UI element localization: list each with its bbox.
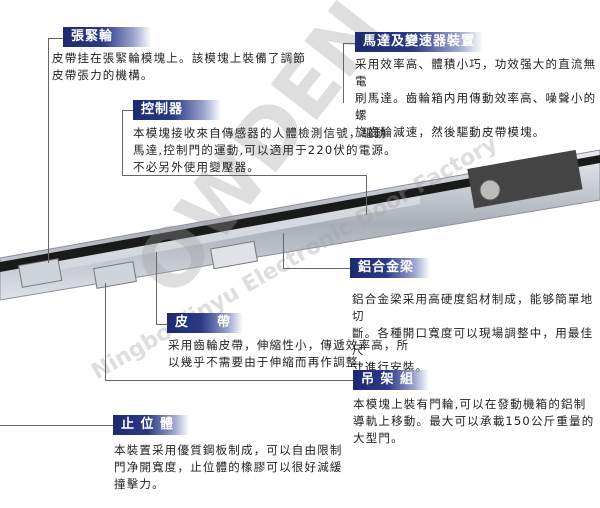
text-line: 導軌上移動。最大可以承載150公斤重量的 (353, 414, 595, 428)
leader-line (156, 324, 167, 325)
belt-label: 皮 帶 (167, 313, 243, 333)
text-line: 旋齒輪減速，然後驅動皮帶模塊。 (355, 125, 546, 139)
hanger-assembly-label: 吊 架 組 (353, 370, 429, 390)
text-line: 本模塊上裝有門輪,可以在發動機箱的鋁制 (353, 397, 587, 411)
leader-line (366, 175, 367, 215)
leader-line (283, 233, 284, 268)
text-line: 皮帶張力的機構。 (52, 68, 154, 82)
belt-description: 采用齒輪皮帶，伸縮性小，傳遞效率高，所 以幾乎不需要由于伸縮而再作調整。 (168, 337, 409, 371)
leader-line (122, 110, 123, 175)
stopper-description: 本裝置采用優質鋼板制成，可以自由限制 門净開寬度，止位體的橡膠可以很好減緩 撞擊… (114, 442, 343, 493)
text-line: 采用效率高、體積小巧，功效强大的直流無電 (355, 57, 597, 88)
text-line: 鋁合金梁采用高硬度鋁材制成，能够簡單地切 (352, 292, 594, 323)
stopper-label: 止 位 體 (113, 415, 189, 435)
leader-line (105, 283, 106, 380)
controller-label: 控制器 (133, 100, 221, 120)
text-line: 本裝置采用優質鋼板制成，可以自由限制 (114, 443, 343, 457)
text-line: 門净開寬度，止位體的橡膠可以很好減緩 (114, 460, 343, 474)
motor-gearbox-label: 馬達及變速器裝置 (355, 32, 483, 52)
text-line: 本模塊接收來自傳感器的人體檢測信號，驅動 (133, 126, 387, 140)
leader-line (0, 425, 113, 426)
text-line: 斷。各種開口寬度可以現場調整中，用最佳尺 (352, 326, 594, 357)
leader-line (343, 43, 355, 44)
motor-gearbox-description: 采用效率高、體積小巧，功效强大的直流無電 刷馬達。齒輪箱内用傳動效率高、噪聲小的… (355, 56, 600, 141)
text-line: 不必另外使用變壓器。 (133, 160, 260, 174)
leader-line (48, 38, 49, 263)
aluminum-beam-description: 鋁合金梁采用高硬度鋁材制成，能够簡單地切 斷。各種開口寬度可以現場調整中，用最佳… (352, 291, 600, 376)
tensioner-description: 皮帶挂在張緊輪模塊上。該模塊上裝備了調節 皮帶張力的機構。 (52, 50, 306, 84)
text-line: 采用齒輪皮帶，伸縮性小，傳遞效率高，所 (168, 338, 410, 352)
controller-description: 本模塊接收來自傳感器的人體檢測信號，驅動 馬達,控制門的運動,可以適用于220伏… (133, 125, 397, 176)
leader-line (156, 252, 157, 324)
text-line: 大型門。 (353, 431, 404, 445)
tensioner-label: 張緊輪 (63, 27, 151, 47)
leader-line (48, 38, 63, 39)
leader-line (283, 268, 350, 269)
text-line: 皮帶挂在張緊輪模塊上。該模塊上裝備了調節 (52, 51, 306, 65)
hanger-assembly-description: 本模塊上裝有門輪,可以在發動機箱的鋁制 導軌上移動。最大可以承載150公斤重量的… (353, 396, 594, 447)
text-line: 以幾乎不需要由于伸縮而再作調整。 (168, 355, 372, 369)
leader-line (105, 380, 353, 381)
text-line: 撞擊力。 (114, 477, 165, 491)
leader-line (122, 110, 133, 111)
leader-line (122, 175, 367, 176)
text-line: 刷馬達。齒輪箱内用傳動效率高、噪聲小的螺 (355, 91, 597, 122)
leader-line (343, 43, 344, 103)
text-line: 馬達,控制門的運動,可以適用于220伏的電源。 (133, 143, 397, 157)
aluminum-beam-label: 鋁合金梁 (350, 258, 430, 278)
